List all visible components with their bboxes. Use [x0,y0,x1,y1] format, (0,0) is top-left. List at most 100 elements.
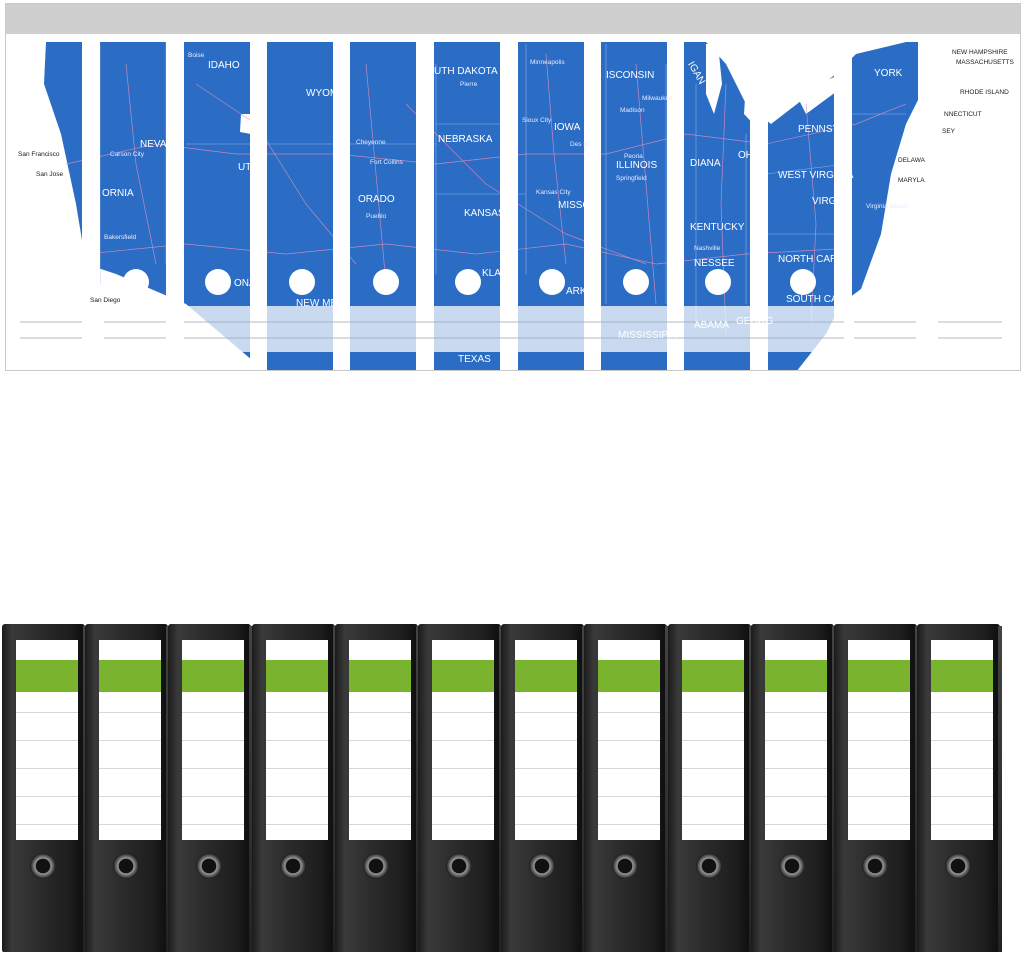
label-ruling [432,768,494,769]
spine-label [99,640,161,840]
label-color-band [765,660,827,692]
label-ruling [182,740,244,741]
ring-hole-icon [446,853,472,879]
label-ruling [266,740,328,741]
label-ruling [99,768,161,769]
state-label: UT [238,162,251,173]
state-label: MISSISSIPPI [618,330,677,341]
label-color-band [598,660,660,692]
label-ruling [848,712,910,713]
state-label: ONA [234,278,256,289]
spine-label [765,640,827,840]
label-ruling [16,740,78,741]
label-ruling [182,712,244,713]
punch-hole-icon [205,269,231,295]
label-ruling [682,796,744,797]
state-label: NNECTICUT [944,111,982,118]
label-ruling [432,712,494,713]
label-ruling [349,796,411,797]
sheet-header-band [6,4,1020,34]
punch-holes [123,269,816,295]
label-ruling [931,740,993,741]
spine-label [682,640,744,840]
punch-hole-icon [455,269,481,295]
state-label: NEVA [140,139,167,150]
state-label: VIRG [812,196,837,207]
ring-hole-icon [196,853,222,879]
label-ruling [931,796,993,797]
ring-binder [335,622,420,952]
state-label: DELAWA [898,157,926,164]
spine-label [848,640,910,840]
ring-hole-icon [529,853,555,879]
label-ruling [349,712,411,713]
label-ruling [682,740,744,741]
spine-label [432,640,494,840]
punch-hole-icon [123,269,149,295]
state-label: OH [738,150,753,161]
city-label: Des M [570,141,589,148]
ring-hole-icon [280,853,306,879]
state-label: WEST VIRGINIA [778,170,854,181]
label-color-band [432,660,494,692]
label-ruling [848,768,910,769]
label-ruling [598,768,660,769]
binder-edge [665,626,669,952]
label-ruling [931,712,993,713]
city-label: San Francisco [18,151,60,158]
state-label: MARYLA [898,177,925,184]
state-label: ORADO [358,194,395,205]
city-label: Nashville [694,245,721,252]
label-ruling [99,712,161,713]
city-label: Cheyenne [356,139,386,146]
state-label: GEORG [736,316,773,327]
spine-label [266,640,328,840]
ring-binder [668,622,753,952]
label-ruling [182,796,244,797]
ring-hole-icon [30,853,56,879]
state-label: RHODE ISLAND [960,89,1009,96]
state-label: KLAH [482,268,508,279]
state-label: UTH DAKOTA [434,66,498,77]
label-ruling [349,740,411,741]
ring-hole-icon [696,853,722,879]
state-label: KENTUCKY [690,222,745,233]
state-label: NEW HAMPSHIRE [952,49,1008,56]
ring-hole-icon [779,853,805,879]
label-color-band [182,660,244,692]
spine-label [598,640,660,840]
label-ruling [765,712,827,713]
state-label: WYOM [306,88,338,99]
label-ruling [349,768,411,769]
us-map-strips: IDAHO NEVA ORNIA UT WYOM ORADO UTH DAKOT… [18,42,1014,370]
state-label: NESSEE [694,258,735,269]
label-ruling [432,740,494,741]
label-color-band [16,660,78,692]
label-ruling [598,740,660,741]
spine-label [349,640,411,840]
ring-hole-icon [363,853,389,879]
ring-binder [85,622,170,952]
label-ruling [16,796,78,797]
label-ruling [16,712,78,713]
label-ruling [765,796,827,797]
label-color-band [99,660,161,692]
punch-hole-icon [539,269,565,295]
ring-hole-icon [113,853,139,879]
label-ruling [349,824,411,825]
ring-binder [751,622,836,952]
label-ruling [99,824,161,825]
label-ruling [931,768,993,769]
label-ruling [931,824,993,825]
state-label: PENNSY [798,124,839,135]
punch-hole-icon [373,269,399,295]
state-label: MASSACHUSETTS [956,59,1014,66]
label-ruling [515,824,577,825]
label-color-band [515,660,577,692]
city-label: Bakersfield [104,234,137,241]
state-label: ABAMA [694,320,729,331]
city-label: Pierre [460,81,478,88]
punch-hole-icon [289,269,315,295]
state-label: IOWA [554,122,581,133]
label-ruling [682,824,744,825]
